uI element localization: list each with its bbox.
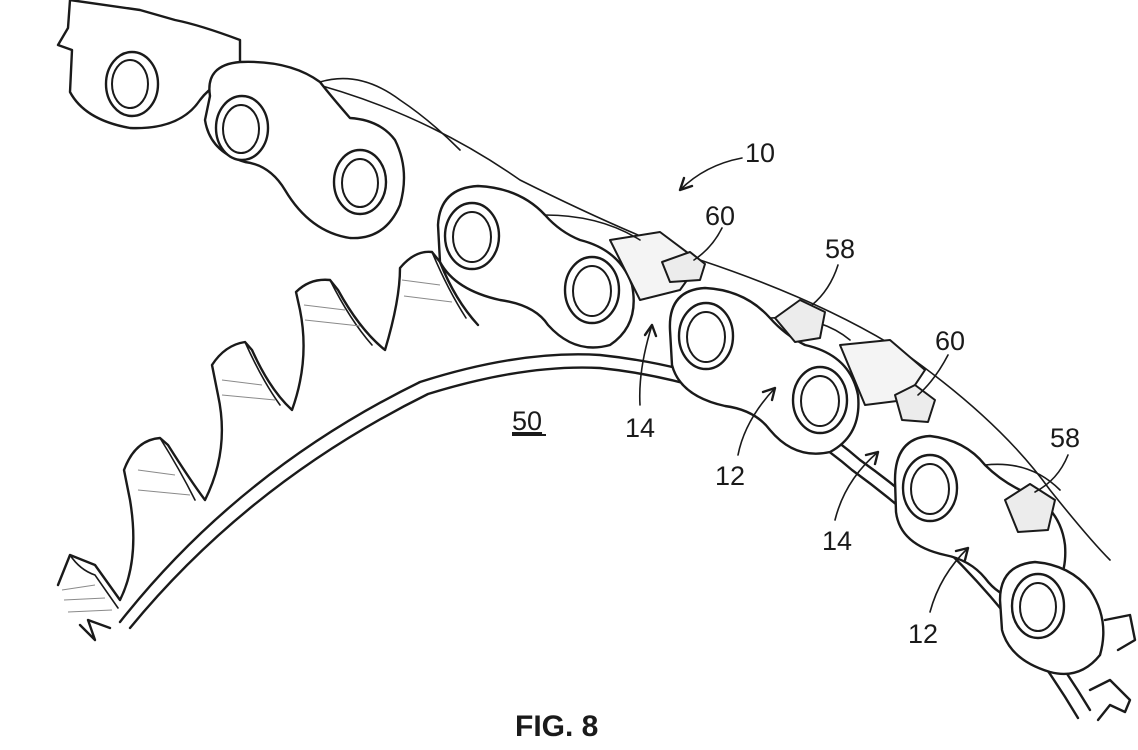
chain-roller	[910, 463, 950, 515]
sprocket-hatching	[61, 279, 453, 613]
label-tooth-60-lower: 60	[935, 326, 965, 356]
leader-lines	[638, 157, 1069, 613]
chain-roller	[341, 158, 379, 208]
chain-roller	[686, 311, 726, 363]
tooth-60-lower	[894, 384, 936, 423]
label-inner-link-14-upper: 14	[625, 413, 655, 443]
chain-roller	[1019, 582, 1057, 632]
label-tooth-60-upper: 60	[705, 201, 735, 231]
label-inner-link-14-lower: 14	[822, 526, 852, 556]
tooth-58-upper	[774, 299, 826, 343]
label-tooth-58-upper: 58	[825, 234, 855, 264]
chain-roller	[800, 375, 840, 427]
chain-plate-edge	[319, 77, 1061, 491]
sprocket-left-notch	[78, 618, 112, 642]
chain-roller	[452, 211, 492, 263]
label-outer-link-12-upper: 12	[715, 461, 745, 491]
figure-caption: FIG. 8	[515, 710, 598, 743]
sprocket-tooth-profile	[56, 250, 480, 602]
label-sprocket-50: 50	[512, 406, 542, 436]
label-outer-link-12-lower: 12	[908, 619, 938, 649]
sprocket-lower-tooth	[1088, 678, 1132, 722]
label-chain-10: 10	[745, 138, 775, 168]
chain-roller	[572, 265, 612, 317]
chain	[56, 0, 1111, 676]
chain-roller	[111, 59, 149, 109]
tooth-58-lower	[1004, 483, 1056, 533]
sprocket-right-tooth	[1103, 613, 1137, 652]
chain-roller	[222, 104, 260, 154]
sprocket-tooth-edge	[69, 251, 467, 609]
label-tooth-58-lower: 58	[1050, 423, 1080, 453]
